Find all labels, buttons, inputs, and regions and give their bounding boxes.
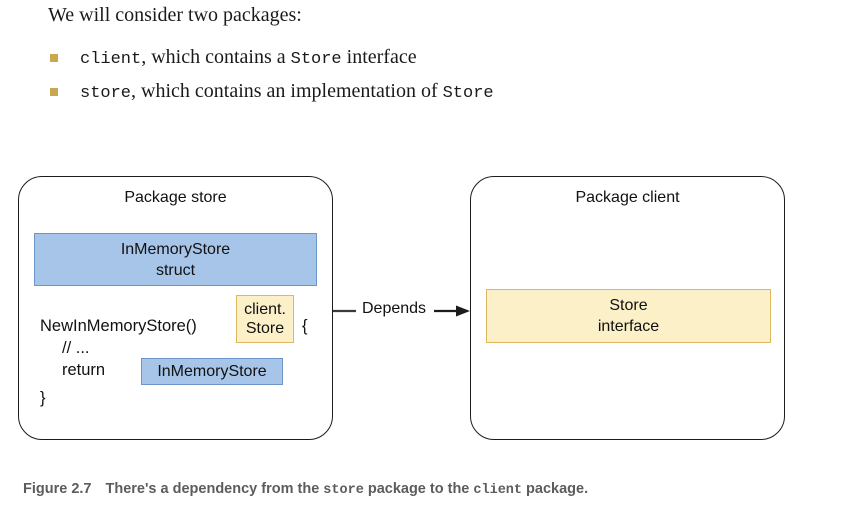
package-store-title: Package store xyxy=(124,189,227,206)
code-client: client xyxy=(80,50,142,69)
bullet-square-icon xyxy=(50,88,58,96)
bullet-square-icon xyxy=(50,54,58,62)
caption-part1: There's a dependency from the xyxy=(105,481,324,497)
code-line-close-brace: } xyxy=(40,389,46,407)
bullet-1-rest-before: , which contains an implementation of xyxy=(131,80,443,102)
client-store-tag-line1: client. xyxy=(244,301,286,318)
store-interface-kind: interface xyxy=(597,318,660,335)
intro-sentence: We will consider two packages: xyxy=(48,4,302,26)
caption-part2: package to the xyxy=(363,481,474,497)
bullet-0-rest-after: interface xyxy=(341,46,417,68)
code-line-return: return InMemoryStore xyxy=(40,358,330,385)
package-store-container: Package store InMemoryStore struct NewIn… xyxy=(18,176,333,440)
client-store-return-type-tag: client. Store xyxy=(236,295,294,343)
store-code-snippet: NewInMemoryStore() client. Store { // ..… xyxy=(40,295,330,411)
open-brace: { xyxy=(302,317,308,335)
inmemorystore-struct-name: InMemoryStore xyxy=(120,240,231,258)
package-client-title: Package client xyxy=(575,189,680,206)
package-client-container: Package client Store interface xyxy=(470,176,785,440)
list-item: store, which contains an implementation … xyxy=(48,76,808,110)
store-interface-name: Store xyxy=(609,297,648,314)
return-keyword: return xyxy=(62,361,106,379)
bullet-0-rest-before: , which contains a xyxy=(141,46,291,68)
code-line-comment: // ... xyxy=(62,339,90,357)
client-store-tag-line2: Store xyxy=(245,320,285,337)
caption-code-client: client xyxy=(473,483,523,498)
bullet-text: store, which contains an implementation … xyxy=(80,80,494,103)
caption-code-store: store xyxy=(323,483,364,498)
caption-part3: package. xyxy=(522,481,589,497)
inmemorystore-struct-box: InMemoryStore struct xyxy=(34,233,317,286)
code-store: store xyxy=(80,84,132,103)
bullet-text: client, which contains a Store interface xyxy=(80,46,417,69)
code-store-type: Store xyxy=(442,84,494,103)
func-signature-name: NewInMemoryStore() xyxy=(40,317,197,335)
package-bullet-list: client, which contains a Store interface… xyxy=(48,42,808,110)
list-item: client, which contains a Store interface xyxy=(48,42,808,76)
figure-number: Figure 2.7 xyxy=(23,481,92,497)
code-store-type: Store xyxy=(290,50,342,69)
inmemorystore-struct-kind: struct xyxy=(155,261,196,279)
depends-arrow-label: Depends xyxy=(362,300,427,317)
return-inmemorystore-tag: InMemoryStore xyxy=(141,358,283,385)
code-line-func-signature: NewInMemoryStore() client. Store { xyxy=(40,295,330,343)
store-interface-box: Store interface xyxy=(486,289,771,343)
